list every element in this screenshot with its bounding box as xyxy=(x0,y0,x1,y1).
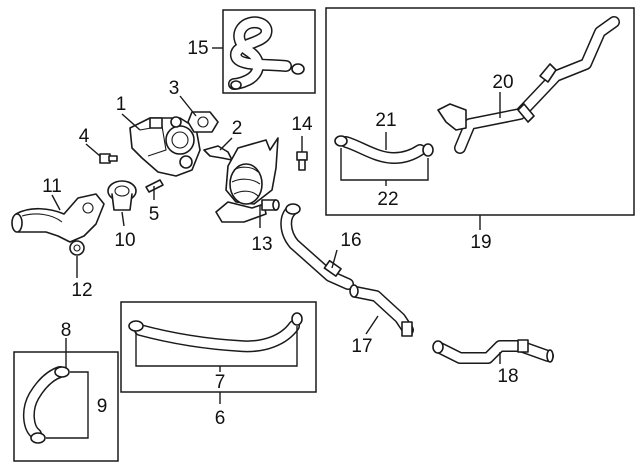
callout-4: 4 xyxy=(79,126,90,147)
callout-16: 16 xyxy=(340,230,361,251)
callout-17: 17 xyxy=(351,336,372,357)
hose-part-9 xyxy=(23,366,70,444)
hose-part-21 xyxy=(340,136,426,164)
callout-11: 11 xyxy=(42,176,62,197)
callout-7: 7 xyxy=(215,372,226,393)
hose-part-7 xyxy=(128,312,303,353)
outlet-pipe-part-11 xyxy=(11,193,105,243)
box-part-19 xyxy=(325,7,635,216)
hose-part-16 xyxy=(280,203,354,290)
box-part-6 xyxy=(120,301,317,393)
callout-14: 14 xyxy=(291,114,313,135)
callout-13: 13 xyxy=(251,234,272,255)
pipe-part-18 xyxy=(432,339,554,364)
callout-10: 10 xyxy=(114,230,135,251)
callout-8: 8 xyxy=(61,320,72,341)
callout-21: 21 xyxy=(375,110,396,131)
callout-12: 12 xyxy=(71,280,92,301)
callout-5: 5 xyxy=(149,204,160,225)
callout-1: 1 xyxy=(116,94,127,115)
pipe-part-20 xyxy=(437,16,620,154)
gasket-part-3 xyxy=(187,111,219,133)
seal-part-12 xyxy=(69,240,85,256)
bracket-part-2 xyxy=(203,145,233,161)
leader-lines xyxy=(46,47,501,439)
bolt-part-14 xyxy=(296,151,308,171)
callout-18: 18 xyxy=(497,366,518,387)
callout-6: 6 xyxy=(215,408,226,429)
callout-15: 15 xyxy=(187,38,208,59)
callout-22: 22 xyxy=(377,189,398,210)
thermostat-housing-part-1 xyxy=(129,116,201,177)
bolt-part-4 xyxy=(99,153,118,164)
hose-part-15 xyxy=(228,16,305,90)
box-part-15 xyxy=(222,9,316,94)
callout-20: 20 xyxy=(492,72,513,93)
pipe-part-17 xyxy=(349,284,414,337)
callout-3: 3 xyxy=(169,78,180,99)
callout-9: 9 xyxy=(97,396,108,417)
callout-19: 19 xyxy=(470,232,491,253)
water-pump-part-13 xyxy=(215,137,280,223)
callout-2: 2 xyxy=(232,118,243,139)
clamps-part-22 xyxy=(334,135,434,157)
thermostat-part-10 xyxy=(107,180,137,211)
